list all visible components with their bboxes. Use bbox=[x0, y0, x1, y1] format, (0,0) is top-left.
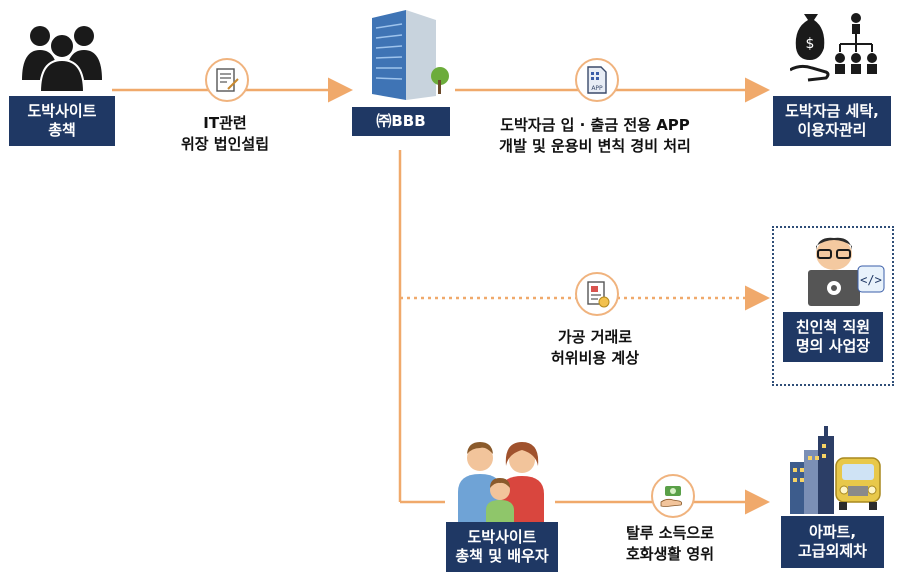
node-fake-business: 친인척 직원 명의 사업장 bbox=[783, 312, 883, 362]
node-boss-spouse-line1: 도박사이트 bbox=[467, 528, 537, 546]
node-luxury-line2: 고급외제차 bbox=[797, 542, 867, 560]
node-boss-spouse-line2: 총책 및 배우자 bbox=[455, 547, 549, 565]
edge-lavish-life-label: 탈루 소득으로 호화생활 영위 bbox=[600, 523, 740, 565]
edge-fake-costs-label: 가공 거래로 허위비용 계상 bbox=[520, 327, 670, 369]
family-icon bbox=[450, 436, 550, 522]
edge-app-expense-line2: 개발 및 운용비 변칙 경비 처리 bbox=[499, 137, 691, 155]
edge-lavish-life-line2: 호화생활 영위 bbox=[625, 545, 715, 563]
node-boss-spouse: 도박사이트 총책 및 배우자 bbox=[446, 522, 558, 572]
edge-lavish-life-line1: 탈루 소득으로 bbox=[625, 524, 715, 542]
node-fake-business-line1: 친인척 직원 bbox=[795, 318, 871, 336]
app-file-icon: APP bbox=[575, 58, 619, 102]
office-building-icon bbox=[366, 8, 454, 100]
node-gambling-boss-line2: 총책 bbox=[48, 121, 76, 139]
node-laundering-line1: 도박자금 세탁, bbox=[785, 102, 879, 120]
edge-app-expense-line1: 도박자금 입 · 출금 전용 APP bbox=[500, 116, 690, 134]
svg-text:$: $ bbox=[806, 36, 815, 52]
node-luxury: 아파트, 고급외제차 bbox=[781, 516, 884, 568]
svg-text:</>: </> bbox=[860, 273, 882, 287]
city-car-icon bbox=[784, 422, 884, 514]
app-icon-text: APP bbox=[591, 85, 603, 92]
programmer-icon: </> bbox=[800, 236, 886, 308]
edge-fake-costs-line1: 가공 거래로 bbox=[557, 328, 633, 346]
money-hierarchy-icon: $ bbox=[789, 8, 880, 88]
edge-fake-costs-line2: 허위비용 계상 bbox=[550, 349, 640, 367]
contract-document-icon bbox=[205, 58, 249, 102]
node-fake-business-line2: 명의 사업장 bbox=[795, 337, 871, 355]
edge-shell-company-label: IT관련 위장 법인설립 bbox=[150, 113, 300, 155]
edge-shell-company-line1: IT관련 bbox=[203, 114, 247, 132]
edge-shell-company-line2: 위장 법인설립 bbox=[180, 135, 270, 153]
node-company-label: ㈜BBB bbox=[376, 112, 426, 130]
invoice-document-icon bbox=[575, 272, 619, 316]
node-luxury-line1: 아파트, bbox=[808, 523, 857, 541]
node-gambling-boss: 도박사이트 총책 bbox=[9, 96, 115, 146]
node-laundering: 도박자금 세탁, 이용자관리 bbox=[773, 96, 891, 146]
edge-app-expense-label: 도박자금 입 · 출금 전용 APP 개발 및 운용비 변칙 경비 처리 bbox=[470, 115, 720, 157]
node-gambling-boss-line1: 도박사이트 bbox=[27, 102, 97, 120]
node-company: ㈜BBB bbox=[352, 107, 450, 136]
people-group-icon bbox=[18, 20, 106, 93]
fake-business-frame bbox=[772, 226, 894, 386]
node-laundering-line2: 이용자관리 bbox=[797, 121, 867, 139]
money-hand-icon bbox=[651, 474, 695, 518]
